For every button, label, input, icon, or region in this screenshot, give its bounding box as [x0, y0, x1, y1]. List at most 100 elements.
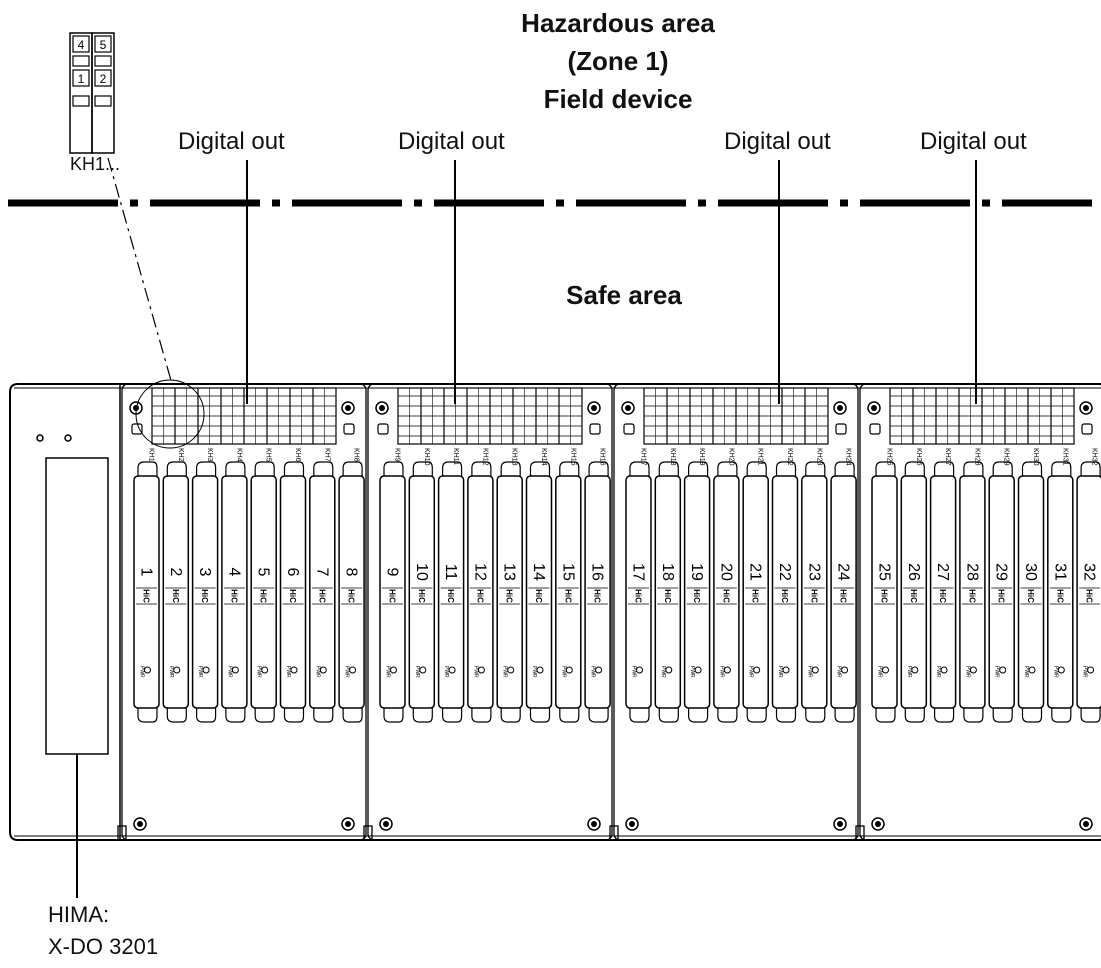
terminal-label: KH8 [353, 448, 360, 462]
hic-module [584, 475, 611, 709]
zone-title-line2: (Zone 1) [567, 46, 669, 76]
rack-frame [9, 383, 1101, 841]
module-group-1: KH11HiCPWRKH22HiCPWRKH33HiCPWRKH44HiCPWR… [117, 383, 367, 841]
module-latch-top [254, 461, 275, 476]
module-number: 4 [225, 568, 242, 577]
pwr-led-icon [911, 666, 919, 674]
module-latch-bottom [166, 708, 187, 723]
pwr-led-label: PWR [994, 666, 1000, 678]
module-logo: HiC [171, 589, 180, 603]
pwr-led-icon [565, 666, 573, 674]
pwr-led-label: PWR [689, 666, 695, 678]
pwr-led-icon [349, 666, 357, 674]
module-latch-bottom [559, 708, 580, 723]
hic-module [830, 475, 857, 709]
module-latch-bottom [313, 708, 334, 723]
module-number: 29 [993, 563, 1010, 581]
module-logo: HiC [880, 589, 889, 603]
mounting-screw [587, 817, 601, 831]
hic-module [338, 475, 365, 709]
mounting-screw-head [629, 821, 635, 827]
module-number: 20 [717, 563, 734, 581]
hic-module [771, 475, 799, 709]
pwr-led-label: PWR [1052, 666, 1058, 678]
pwr-led-label: PWR [806, 666, 812, 678]
module-logo: HiC [142, 589, 151, 603]
module-latch-bottom [875, 708, 896, 723]
hic-module [959, 475, 986, 709]
terminal-label: KH17 [640, 448, 647, 466]
pwr-led-icon [144, 666, 151, 674]
connector-pin-5: 5 [100, 38, 107, 52]
terminal-label: KH2 [177, 448, 184, 462]
square-marker [131, 423, 143, 435]
end-bay [36, 384, 121, 898]
hic-module [279, 475, 307, 709]
pwr-led-icon [536, 666, 544, 674]
hic-module [496, 475, 523, 709]
module-latch-bottom [934, 708, 955, 723]
pwr-led-icon [1057, 666, 1065, 674]
module-latch-top [1051, 461, 1072, 476]
mounting-screw [833, 817, 847, 831]
square-marker [1081, 423, 1093, 435]
terminal-label: KH30 [1032, 448, 1039, 466]
mounting-screw-head [345, 405, 351, 411]
square-marker [835, 423, 847, 435]
module-latch-top [834, 461, 855, 476]
pwr-led-icon [665, 666, 673, 674]
module-number: 30 [1022, 563, 1039, 581]
module-group-2: KH99HiCPWRKH1010HiCPWRKH1111HiCPWRKH1212… [363, 383, 613, 841]
terminal-label: KH14 [540, 448, 547, 466]
rack-joint [609, 825, 619, 840]
pwr-led-icon [999, 666, 1007, 674]
module-latch-bottom [383, 708, 404, 723]
module-number: 10 [413, 563, 430, 581]
module-logo: HiC [809, 589, 818, 603]
module-number: 8 [343, 568, 360, 577]
pwr-led-icon [782, 666, 790, 674]
module-logo: HiC [634, 589, 643, 603]
module-number: 12 [471, 563, 488, 581]
pwr-led-icon [173, 666, 181, 674]
group-outline [613, 383, 859, 841]
mounting-screw [625, 817, 639, 831]
module-number: 25 [876, 563, 893, 581]
mounting-screw-head [1083, 405, 1089, 411]
module-latch-bottom [1051, 708, 1072, 723]
hic-module [654, 475, 682, 709]
terminal-label: KH10 [423, 448, 430, 466]
connector-pictogram: 4 5 1 2 [69, 32, 115, 154]
square-marker [623, 423, 635, 435]
mounting-screw [341, 817, 355, 831]
module-number: 2 [167, 568, 184, 577]
connector-pin-4: 4 [78, 38, 85, 52]
pwr-led-icon [723, 666, 731, 674]
pwr-led-icon [595, 666, 603, 674]
module-number: 31 [1051, 563, 1068, 581]
module-number: 21 [747, 563, 764, 581]
terminal-label: KH27 [944, 448, 951, 466]
module-logo: HiC [780, 589, 789, 603]
mounting-screw-head [871, 405, 877, 411]
module-number: 16 [589, 563, 606, 581]
terminal-label: KH26 [915, 448, 922, 466]
mounting-screw-head [383, 821, 389, 827]
hic-module [133, 475, 160, 709]
pwr-led-icon [694, 666, 702, 674]
module-logo: HiC [475, 589, 484, 603]
module-logo: HiC [1085, 589, 1094, 603]
safe-area-label: Safe area [566, 280, 682, 310]
connector-pin-2: 2 [100, 72, 107, 86]
pwr-led-icon [261, 666, 269, 674]
module-latch-top [775, 461, 797, 476]
module-logo: HiC [692, 589, 701, 603]
mounting-screw [1079, 401, 1093, 415]
pwr-led-label: PWR [748, 666, 754, 678]
pwr-led-icon [419, 666, 427, 674]
module-latch-top [442, 461, 463, 476]
module-latch-top [992, 461, 1013, 476]
module-latch-bottom [746, 708, 767, 723]
mounting-screw [621, 401, 635, 415]
